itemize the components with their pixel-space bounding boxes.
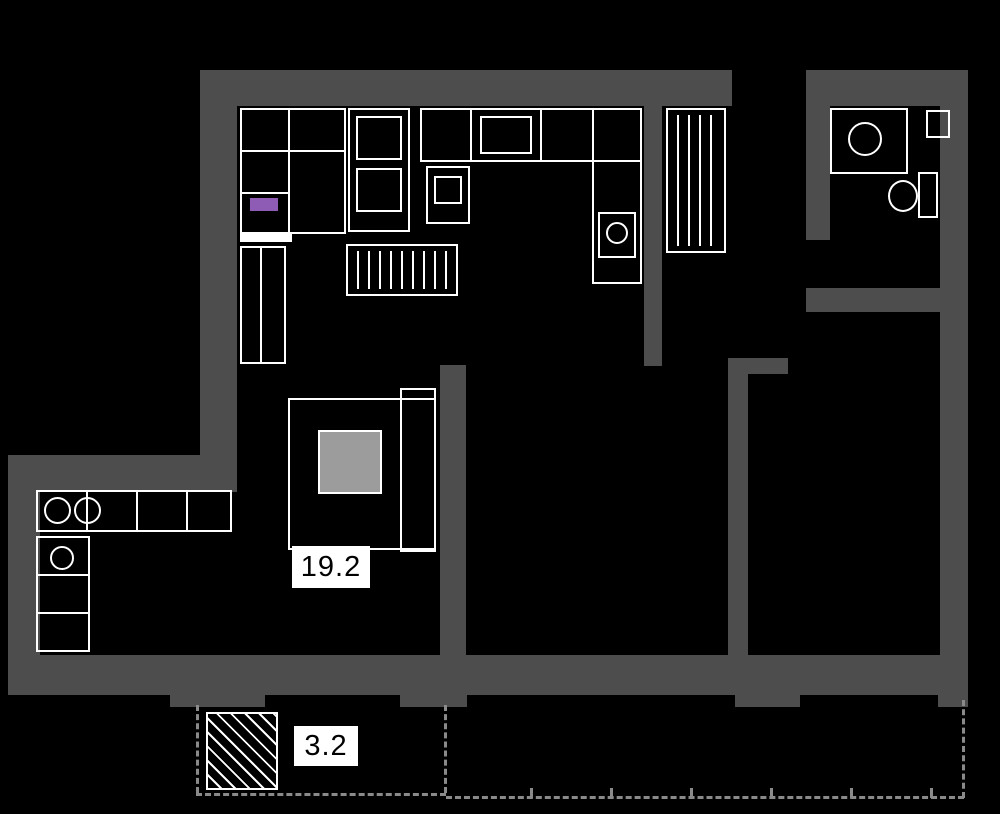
wall-kitchen-hall [644,106,662,366]
wall-pier-balcony-right [400,693,467,707]
terrace-tick-5 [850,788,853,798]
hob-burner-2 [74,497,101,524]
balcony-hatch-zone [206,712,278,790]
counter-bl-col-divider-1 [36,574,90,576]
terrace-tick-4 [770,788,773,798]
balcony-area-label: 3.2 [294,726,358,766]
wall-living-hall [440,365,466,655]
terrace-tick-3 [690,788,693,798]
kitchen-accent-item [250,198,278,211]
counter-bl-divider-2 [136,490,138,532]
wall-pier-terrace-left [735,693,800,707]
oven-inner-upper [356,116,402,160]
sink-bottom-left [50,546,74,570]
washbasin-counter [830,108,908,174]
counter-bl-col [36,536,90,652]
terrace-tick-6 [930,788,933,798]
bath-fixture-corner [926,110,950,138]
counter-divider-1 [470,108,472,162]
balcony-edge-left [196,705,199,793]
terrace-tick-1 [530,788,533,798]
cabinet-divider-v [288,108,290,234]
wall-top-left [200,70,732,106]
wall-left-upper [200,70,237,492]
kitchen-shelf-bar [240,232,292,242]
hob-burner-right [606,222,628,244]
wardrobe-outline [666,108,726,253]
counter-right-outline [592,108,642,284]
sofa-chaise [400,388,436,552]
sink-top [480,116,532,154]
cabinet-divider-h [240,150,346,152]
coffee-table [318,430,382,494]
kitchen-island [346,244,458,296]
washbasin-bowl [848,122,882,156]
terrace-tick-2 [610,788,613,798]
toilet-cistern [918,172,938,218]
counter-right-divider [592,160,642,162]
hob-right [598,212,636,258]
wall-bottom [8,655,968,695]
toilet-bowl [888,180,918,212]
dishwasher-outline [426,166,470,224]
balcony-edge-right [444,705,447,793]
terrace-edge-bottom [446,796,964,799]
balcony-area-value: 3.2 [304,729,348,762]
wall-left-jog [8,455,237,492]
counter-bl-divider-3 [186,490,188,532]
living-area-value: 19.2 [300,550,362,583]
oven-inner-lower [356,168,402,212]
cabinet-divider-h2 [240,192,290,194]
fridge-outline [240,246,286,364]
dishwasher-inner [434,176,462,204]
terrace-edge-right [962,700,965,798]
living-area-label: 19.2 [292,546,370,588]
fridge-divider [260,246,262,364]
wall-hall-bedroom [728,358,748,655]
wall-pier-terrace-right [938,693,968,707]
kitchen-cabinet-outline [240,108,346,234]
wall-bedroom-top-stub [748,358,788,374]
wall-hall-bath [806,106,830,240]
hob-burner-1 [44,497,71,524]
wall-pier-balcony-left [170,693,265,707]
counter-bl-col-divider-2 [36,612,90,614]
counter-bl-row [36,490,232,532]
balcony-edge-bottom [196,793,446,796]
counter-divider-2 [540,108,542,162]
wall-right [940,70,968,695]
stove-outline [348,108,410,232]
wall-bath-bedroom [806,288,968,312]
